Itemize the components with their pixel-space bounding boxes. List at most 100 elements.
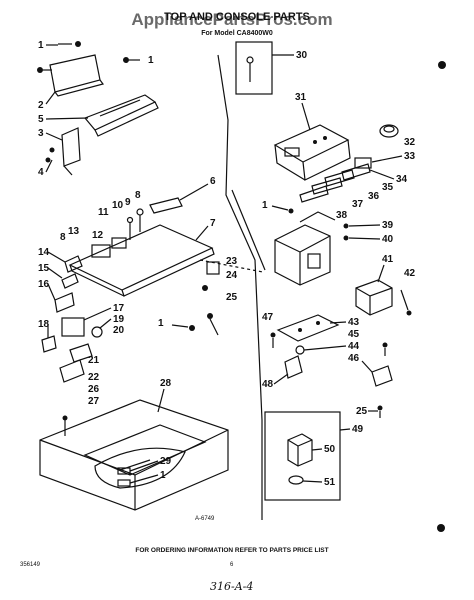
callout-41: 41	[382, 254, 394, 265]
callout-9: 9	[125, 197, 131, 208]
handwritten-note: 316-A-4	[210, 580, 253, 593]
part-console-6	[149, 197, 183, 214]
callout-23: 23	[226, 256, 238, 267]
callout-1: 1	[38, 40, 44, 51]
part-controls-33-37	[299, 157, 372, 203]
callout-18: 18	[38, 319, 50, 330]
callout-10: 10	[112, 200, 124, 211]
section-divider	[199, 54, 266, 520]
callout-35: 35	[382, 182, 394, 193]
part-group-box-49	[264, 411, 341, 501]
callout-40: 40	[382, 234, 394, 245]
part-bracket-3	[61, 127, 81, 176]
part-switch-50	[287, 433, 313, 467]
part-trim-bar	[84, 94, 159, 137]
part-spring-23-24	[202, 261, 220, 291]
binder-hole-top	[438, 61, 446, 69]
callout-8b: 8	[60, 232, 66, 243]
part-screw-1d	[271, 205, 294, 214]
part-switch-cluster	[91, 208, 144, 258]
part-screw-1b	[123, 57, 140, 63]
watermark: AppliancePartsPros.com	[131, 10, 332, 29]
callout-44: 44	[348, 341, 360, 352]
callout-19: 19	[113, 314, 125, 325]
part-screw-42	[400, 289, 412, 316]
part-screw-47	[270, 332, 276, 348]
callout-6: 6	[210, 176, 216, 187]
callout-30: 30	[296, 50, 308, 61]
callout-22: 22	[88, 372, 100, 383]
callout-21: 21	[88, 355, 100, 366]
callout-34: 34	[396, 174, 408, 185]
part-knob-51	[288, 475, 304, 485]
callout-32: 32	[404, 137, 416, 148]
callout-13: 13	[68, 226, 80, 237]
part-console-end-cap	[49, 54, 105, 97]
callout-2: 2	[38, 100, 44, 111]
callout-17: 17	[113, 303, 125, 314]
callout-28: 28	[160, 378, 172, 389]
doc-number: 356149	[20, 562, 41, 568]
callout-50: 50	[324, 444, 336, 455]
callout-33: 33	[404, 151, 416, 162]
callout-47: 47	[262, 312, 274, 323]
callout-37: 37	[352, 199, 364, 210]
callout-39: 39	[382, 220, 394, 231]
binder-hole-bottom	[437, 524, 445, 532]
part-screw-1c	[171, 324, 195, 331]
part-switch-44-48	[284, 345, 305, 379]
callout-45: 45	[348, 329, 360, 340]
callout-26: 26	[88, 384, 100, 395]
callout-25: 25	[226, 292, 238, 303]
part-screw-25-left	[207, 313, 219, 336]
model-subtitle: For Model CA8400W0	[201, 30, 273, 37]
part-knob-32	[379, 124, 399, 138]
callout-29: 29	[160, 456, 172, 467]
part-clip-14-15	[61, 255, 83, 289]
callout-1b: 1	[148, 55, 154, 66]
part-console-box-30	[235, 41, 273, 95]
callout-49: 49	[352, 424, 364, 435]
callout-14: 14	[38, 247, 50, 258]
part-screws-39-40	[343, 223, 349, 241]
callouts: 1 1 2 3 4 5 6 7 8 8 9 10 11 12 13 14 15 …	[38, 40, 416, 488]
callout-16: 16	[38, 279, 50, 290]
callout-8: 8	[135, 190, 141, 201]
part-screw-4	[45, 147, 55, 163]
callout-25b: 25	[356, 406, 368, 417]
part-screw-2	[37, 67, 52, 73]
part-screw-1a	[58, 41, 81, 47]
callout-36: 36	[368, 191, 380, 202]
part-mounting-plate-43	[276, 314, 340, 342]
callout-15: 15	[38, 263, 50, 274]
part-screw-45	[382, 342, 388, 356]
part-latch-assembly	[41, 292, 103, 383]
callout-46: 46	[348, 353, 360, 364]
callout-1d: 1	[160, 470, 166, 481]
page-number: 6	[230, 562, 234, 568]
figure-code: A-6749	[195, 516, 215, 522]
callout-42: 42	[404, 268, 416, 279]
part-bracket-46	[371, 365, 393, 387]
part-control-housing-38	[274, 211, 336, 286]
part-cabinet-top	[39, 399, 229, 511]
callout-12: 12	[92, 230, 104, 241]
callout-1e: 1	[262, 200, 268, 211]
callout-31: 31	[295, 92, 307, 103]
callout-20: 20	[113, 325, 125, 336]
part-screw-25-right	[377, 405, 383, 418]
page-title: TOP AND CONSOLE PARTS	[164, 11, 310, 23]
callout-48: 48	[262, 379, 274, 390]
callout-4: 4	[38, 167, 44, 178]
callout-5: 5	[38, 114, 44, 125]
callout-27: 27	[88, 396, 100, 407]
callout-1c: 1	[158, 318, 164, 329]
part-console-31	[273, 124, 351, 181]
callout-24: 24	[226, 270, 238, 281]
ordering-note: FOR ORDERING INFORMATION REFER TO PARTS …	[135, 547, 328, 554]
callout-11: 11	[98, 207, 109, 218]
callout-38: 38	[336, 210, 348, 221]
part-timer-41	[355, 279, 393, 316]
callout-7: 7	[210, 218, 216, 229]
